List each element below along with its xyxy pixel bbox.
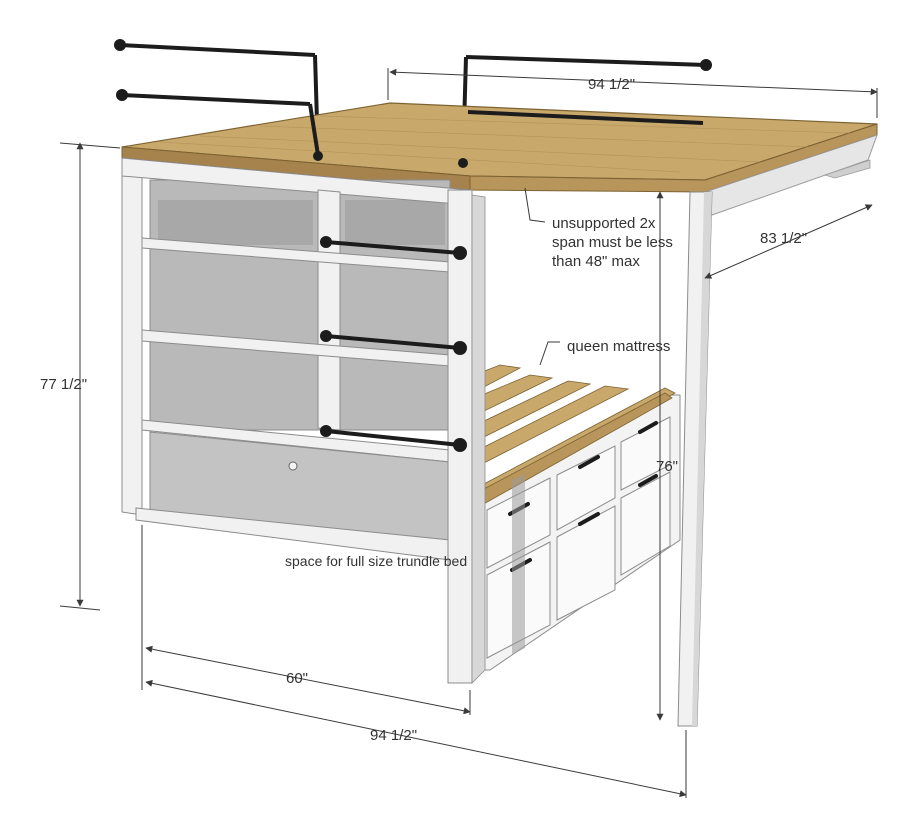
trundle-note: space for full size trundle bed: [285, 553, 467, 569]
front-post: [447, 189, 473, 684]
span-note-line2: span must be less: [552, 234, 673, 251]
bookshelf-unit: [121, 157, 486, 684]
rail-flange: [313, 151, 323, 161]
dim-bottom-length: 94 1/2": [370, 727, 417, 744]
dim-depth: 83 1/2": [760, 230, 807, 247]
dim-bottom-width: 60": [286, 670, 308, 687]
front-pipe-rail: [308, 103, 704, 156]
mattress-note: queen mattress: [567, 338, 670, 355]
rail-flange: [458, 158, 468, 168]
dim-bunk-height: 76": [656, 458, 678, 475]
dimension-lines: [59, 68, 878, 798]
span-note-line1: unsupported 2x: [552, 215, 656, 232]
dim-overall-height: 77 1/2": [40, 376, 87, 393]
dresser-unit: [479, 364, 681, 671]
wood-grain: [159, 115, 851, 173]
dim-top-length: 94 1/2": [588, 76, 635, 93]
span-note-line3: than 48" max: [552, 253, 640, 270]
